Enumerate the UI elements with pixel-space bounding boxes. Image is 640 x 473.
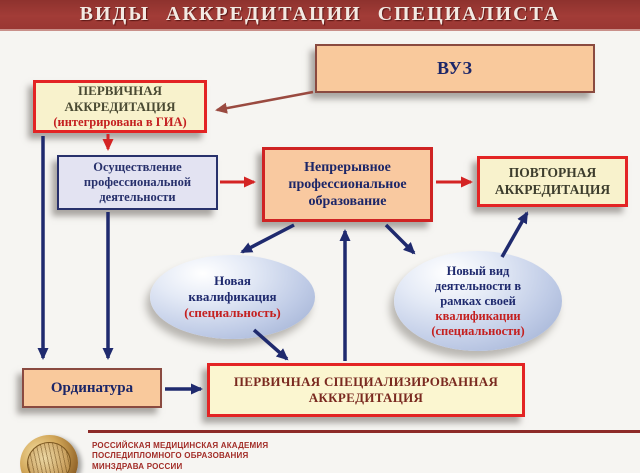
header-bar: ВИДЫ АККРЕДИТАЦИИ СПЕЦИАЛИСТА <box>0 0 640 31</box>
new-qualification-subtitle: (специальность) <box>184 305 281 321</box>
vuz-box: ВУЗ <box>315 44 595 93</box>
vuz-label: ВУЗ <box>436 57 474 78</box>
slide-title: ВИДЫ АККРЕДИТАЦИИ СПЕЦИАЛИСТА <box>79 3 561 25</box>
arrow-continuous-education-to-new-activity <box>384 223 416 255</box>
new-qualification-ellipse: Новая квалификация (специальность) <box>150 255 315 339</box>
footer-divider <box>88 430 640 433</box>
academy-logo <box>14 429 84 473</box>
ordinatura-label: Ординатура <box>50 379 134 396</box>
new-activity-subtitle: квалификации (специальности) <box>431 308 525 338</box>
repeat-accreditation-label: ПОВТОРНАЯ АККРЕДИТАЦИЯ <box>494 165 611 197</box>
academy-name: РОССИЙСКАЯ МЕДИЦИНСКАЯ АКАДЕМИЯ ПОСЛЕДИП… <box>92 441 268 472</box>
academy-logo-emblem <box>23 437 75 473</box>
professional-activity-label: Осуществление профессиональной деятельно… <box>83 159 192 205</box>
primary-specialized-label: ПЕРВИЧНАЯ СПЕЦИАЛИЗИРОВАННАЯ АККРЕДИТАЦИ… <box>233 374 499 405</box>
new-activity-title: Новый вид деятельности в рамках своей <box>434 263 522 308</box>
academy-name-line1: РОССИЙСКАЯ МЕДИЦИНСКАЯ АКАДЕМИЯ <box>92 441 269 450</box>
primary-accreditation-subtitle: (интегрирована в ГИА) <box>53 114 187 129</box>
continuous-education-box: Непрерывное профессиональное образование <box>262 147 433 222</box>
academy-name-line3: МИНЗДРАВА РОССИИ <box>92 461 183 471</box>
primary-accreditation-box: ПЕРВИЧНАЯ АККРЕДИТАЦИЯ (интегрирована в … <box>33 80 207 133</box>
arrow-vuz-to-primary-accreditation <box>215 90 314 114</box>
primary-specialized-box: ПЕРВИЧНАЯ СПЕЦИАЛИЗИРОВАННАЯ АККРЕДИТАЦИ… <box>207 363 525 417</box>
repeat-accreditation-box: ПОВТОРНАЯ АККРЕДИТАЦИЯ <box>477 156 628 207</box>
new-activity-ellipse: Новый вид деятельности в рамках своей кв… <box>394 251 562 351</box>
arrow-continuous-education-to-new-qualification <box>240 223 295 254</box>
professional-activity-box: Осуществление профессиональной деятельно… <box>57 155 218 210</box>
new-qualification-title: Новая квалификация <box>188 272 277 304</box>
primary-accreditation-title: ПЕРВИЧНАЯ АККРЕДИТАЦИЯ <box>64 83 176 114</box>
arrow-new-activity-to-repeat-accreditation <box>500 211 529 258</box>
academy-name-line2: ПОСЛЕДИПЛОМНОГО ОБРАЗОВАНИЯ <box>92 451 249 461</box>
continuous-education-label: Непрерывное профессиональное образование <box>288 159 407 210</box>
ordinatura-box: Ординатура <box>22 368 162 408</box>
